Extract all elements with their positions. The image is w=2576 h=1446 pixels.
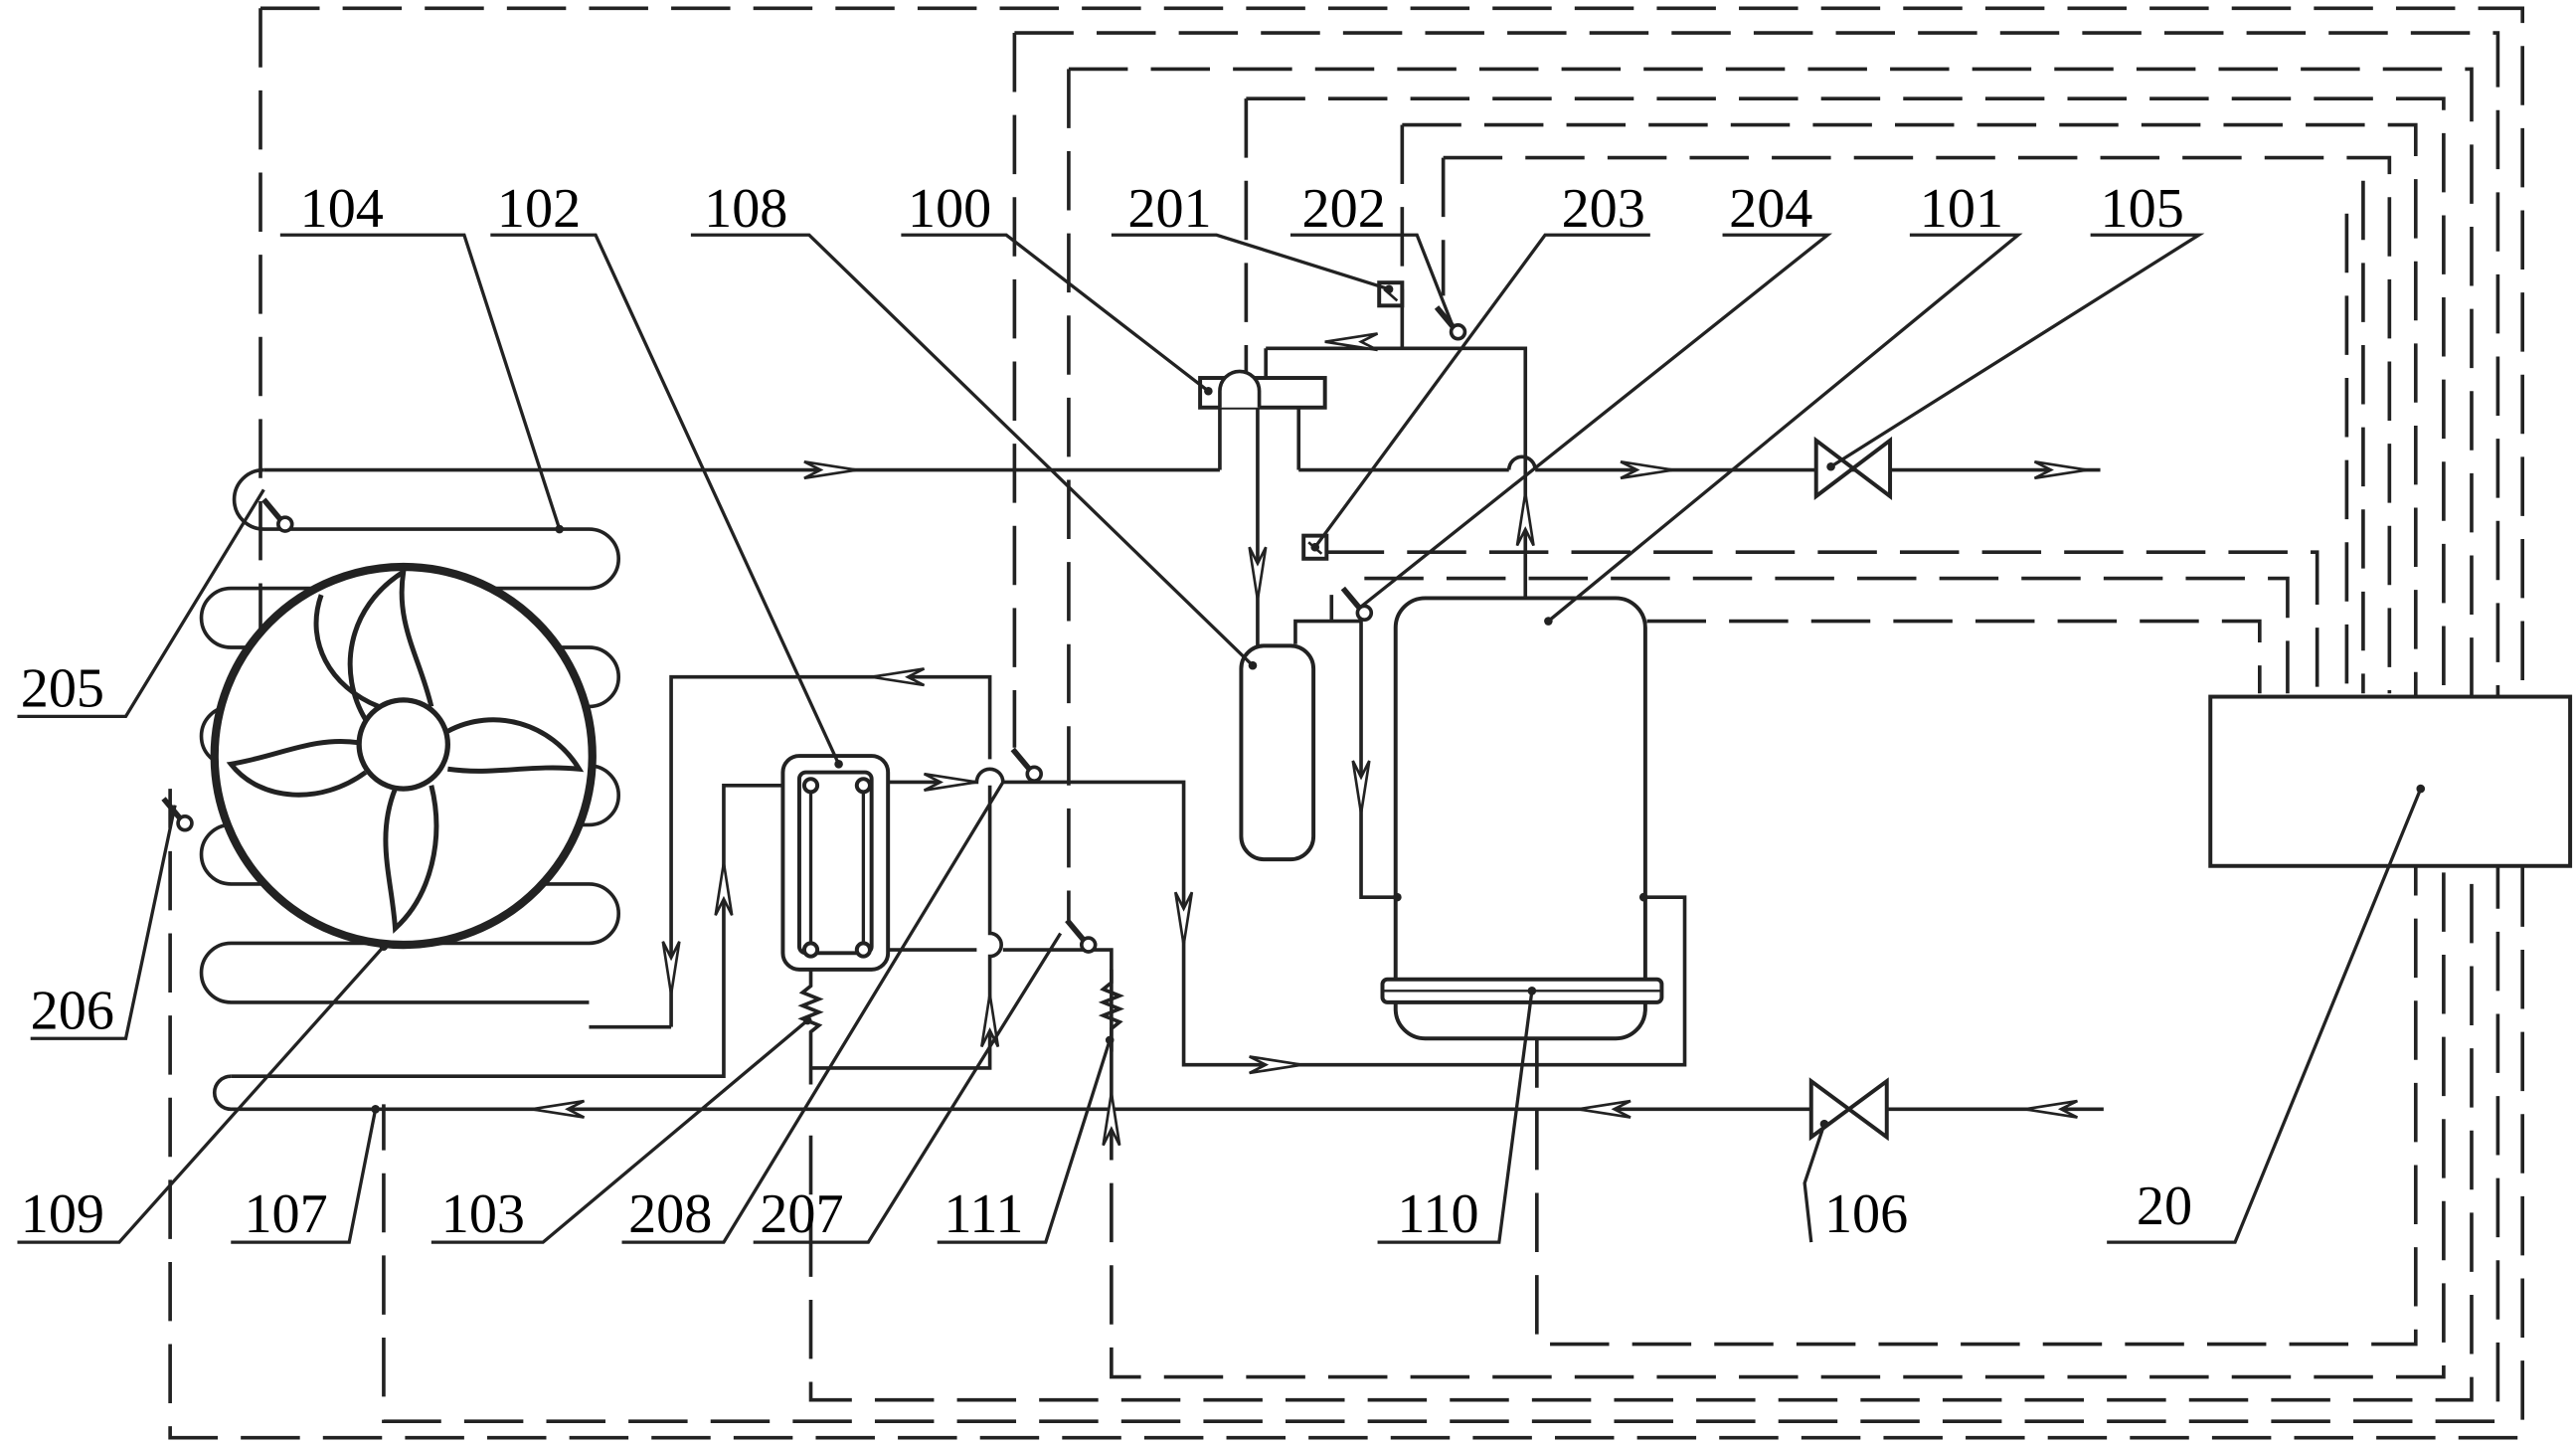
leader-lines <box>17 233 2423 1244</box>
fan-icon <box>226 566 585 934</box>
bowtie-valve-icon <box>1808 1077 1889 1142</box>
label-105: 105 <box>2101 178 2184 240</box>
label-111: 111 <box>944 1183 1023 1245</box>
label-101: 101 <box>1920 178 2003 240</box>
label-107: 107 <box>244 1183 327 1245</box>
valve-106 <box>1808 1077 1889 1142</box>
bowtie-valve-icon <box>1813 436 1893 500</box>
label-104: 104 <box>300 178 384 240</box>
controller-20 <box>2208 694 2573 868</box>
label-109: 109 <box>21 1183 104 1245</box>
callout-labels: 104 102 108 100 201 202 203 204 101 105 … <box>21 178 2192 1245</box>
label-103: 103 <box>441 1183 525 1245</box>
heater-111 <box>1098 969 1125 1052</box>
compressor-101 <box>1380 596 1664 1041</box>
valve-105 <box>1813 436 1893 500</box>
label-20: 20 <box>2137 1175 2192 1237</box>
label-100: 100 <box>908 178 991 240</box>
four-way-valve-100 <box>1198 369 1327 470</box>
label-202: 202 <box>1302 178 1386 240</box>
label-110: 110 <box>1397 1183 1478 1245</box>
heat-exchanger-102 <box>780 754 891 972</box>
label-205: 205 <box>21 657 104 719</box>
signal-wiring <box>168 6 2525 1440</box>
label-207: 207 <box>760 1183 843 1245</box>
label-106: 106 <box>1824 1183 1908 1245</box>
label-201: 201 <box>1127 178 1211 240</box>
accumulator-108 <box>1239 643 1316 862</box>
heater-103 <box>797 969 824 1085</box>
label-108: 108 <box>704 178 787 240</box>
label-208: 208 <box>628 1183 712 1245</box>
fan-109 <box>210 562 597 950</box>
label-203: 203 <box>1562 178 1645 240</box>
label-102: 102 <box>497 178 581 240</box>
label-204: 204 <box>1729 178 1812 240</box>
label-206: 206 <box>31 980 114 1041</box>
